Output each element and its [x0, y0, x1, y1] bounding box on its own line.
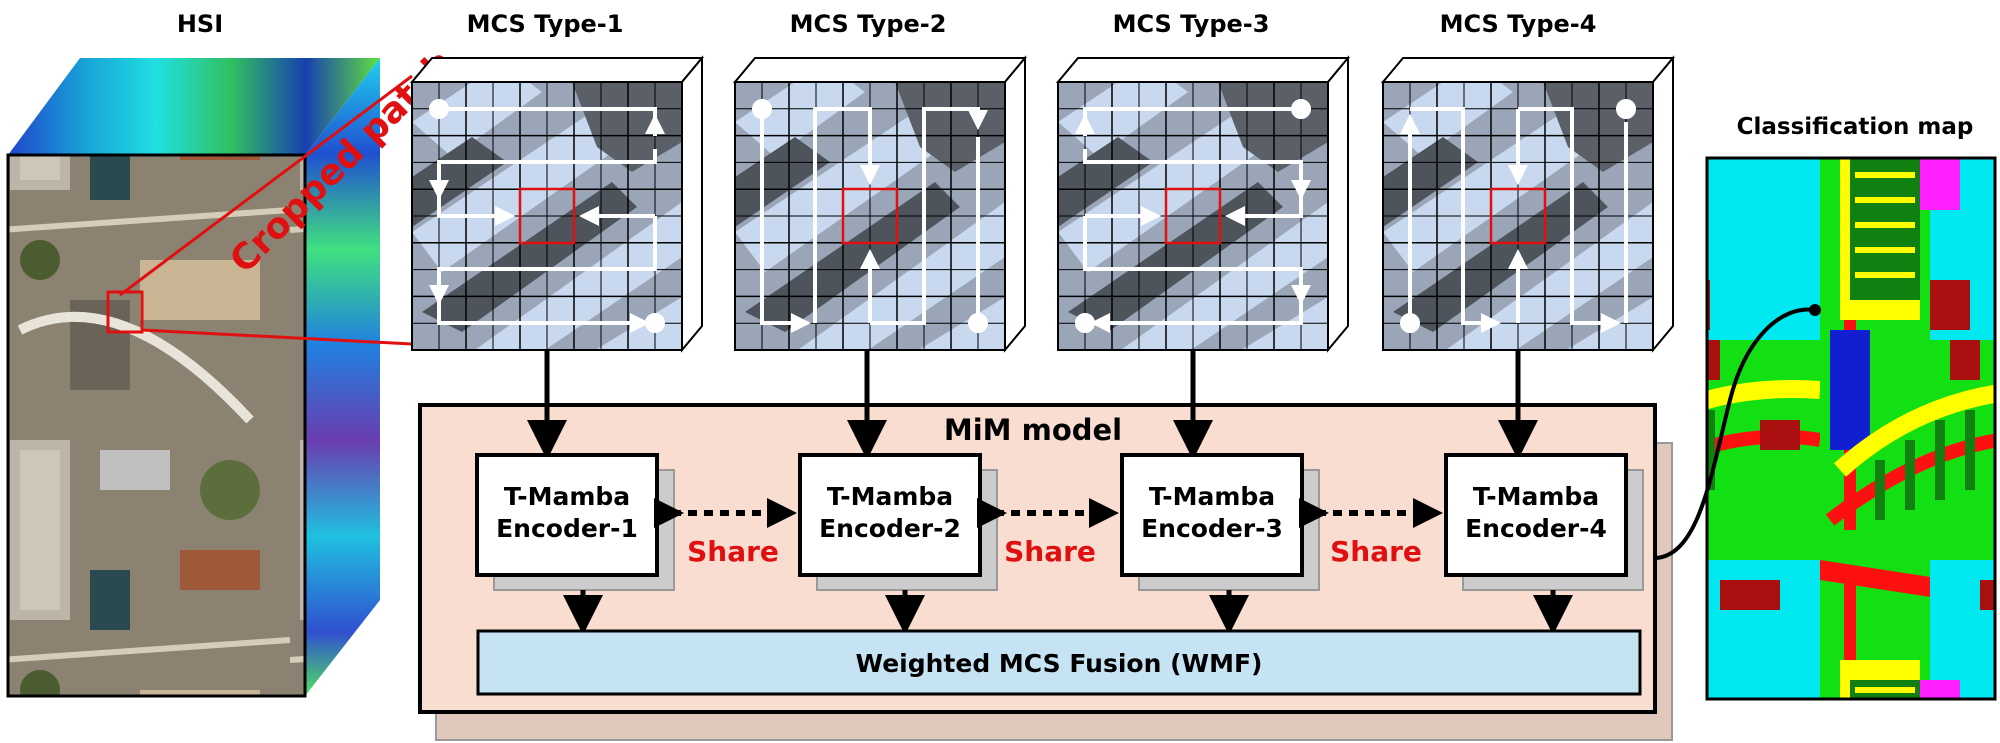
mcs-type-1-title: MCS Type-1 — [467, 10, 624, 38]
hsi-cube: Cropped patch — [6, 42, 462, 698]
encoder-4-line2: Encoder-4 — [1465, 514, 1607, 543]
classification-map-title: Classification map — [1737, 114, 1974, 140]
wmf-fusion-box — [476, 629, 1642, 696]
hsi-cube-side — [305, 58, 380, 696]
encoder-4: T-Mamba Encoder-4 — [1444, 453, 1644, 591]
share-label-3: Share — [1330, 535, 1422, 568]
mcs-type-2-patch — [732, 55, 1028, 353]
crop-line-top — [119, 74, 413, 297]
encoder-2-line2: Encoder-2 — [819, 514, 961, 543]
mcs-type-2-title: MCS Type-2 — [790, 10, 947, 38]
mim-model-title: MiM model — [944, 413, 1122, 447]
mcs-type-3-title: MCS Type-3 — [1113, 10, 1270, 38]
classification-map-image — [1705, 156, 1997, 701]
wmf-fusion-label: Weighted MCS Fusion (WMF) — [856, 649, 1263, 678]
hsi-cube-top — [8, 58, 380, 155]
encoder-1-line1: T-Mamba — [504, 482, 630, 511]
encoder-3-line1: T-Mamba — [1149, 482, 1275, 511]
share-label-1: Share — [687, 535, 779, 568]
mcs-type-4-patch — [1380, 55, 1676, 353]
encoder-1: T-Mamba Encoder-1 — [475, 453, 675, 591]
output-connector-dot — [1809, 304, 1821, 316]
encoder-2: T-Mamba Encoder-2 — [798, 453, 998, 591]
crop-line-bottom — [141, 328, 413, 346]
hsi-satellite-image — [6, 153, 307, 698]
mcs-type-4-title: MCS Type-4 — [1440, 10, 1597, 38]
output-connector — [1655, 307, 1816, 560]
encoder-3-line2: Encoder-3 — [1141, 514, 1283, 543]
mcs-type-3-patch — [1055, 55, 1351, 353]
encoder-1-line2: Encoder-1 — [496, 514, 638, 543]
encoder-2-line1: T-Mamba — [827, 482, 953, 511]
mcs-type-1-patch — [409, 55, 705, 353]
encoder-4-line1: T-Mamba — [1473, 482, 1599, 511]
share-label-2: Share — [1004, 535, 1096, 568]
encoder-3: T-Mamba Encoder-3 — [1120, 453, 1320, 591]
hsi-title: HSI — [177, 10, 223, 38]
